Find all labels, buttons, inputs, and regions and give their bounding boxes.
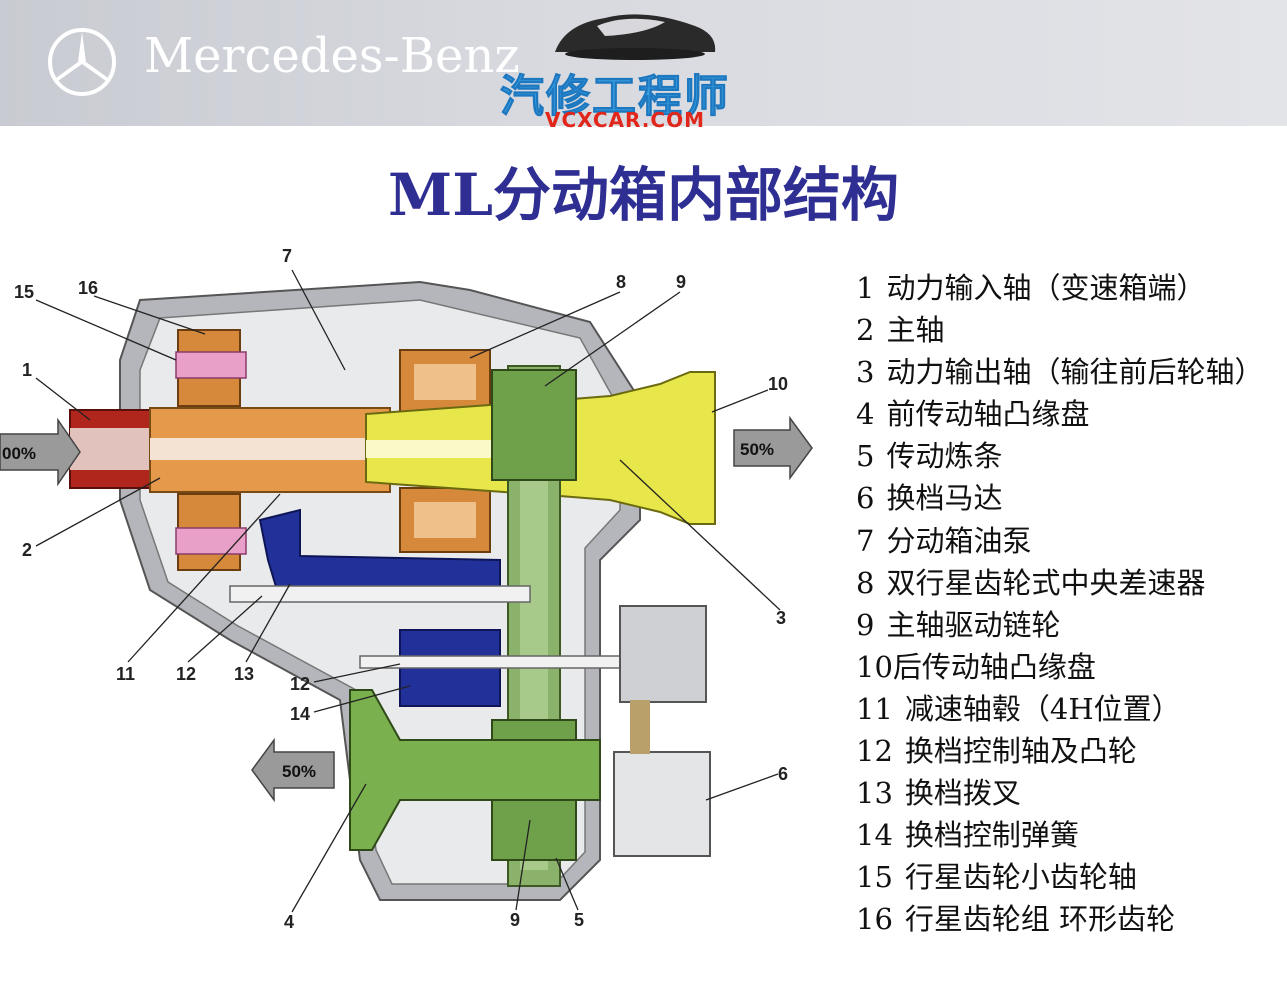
legend-text: 换档拨叉 (904, 776, 1021, 811)
callout-label: 5 (574, 910, 584, 930)
parts-legend: 1 动力输入轴（变速箱端） 2 主轴 3 动力输出轴（输往前后轮轴） 4 前传动轴凸缘盘… (856, 268, 1263, 942)
callout-label: 2 (22, 540, 32, 560)
legend-number: 13 (856, 776, 893, 811)
legend-item: 11 减速轴毂（4H位置） (856, 689, 1263, 731)
callout-label: 8 (616, 272, 626, 292)
legend-item: 15 行星齿轮小齿轮轴 (856, 857, 1263, 899)
legend-item: 10后传动轴凸缘盘 (856, 647, 1263, 689)
brand-name: Mercedes-Benz (144, 28, 520, 84)
legend-text: 换档控制弹簧 (904, 818, 1079, 853)
legend-text: 减速轴毂（4H位置） (904, 691, 1181, 726)
rear-output-arrow: 50% (733, 415, 813, 481)
shift-cam-shaft (359, 655, 621, 669)
legend-item: 14 换档控制弹簧 (856, 815, 1263, 857)
callout-label: 6 (778, 764, 788, 784)
header-banner: Mercedes-Benz 汽修工程师 VCXCAR.COM (0, 0, 1287, 132)
legend-number: 15 (856, 860, 893, 895)
callout-label: 4 (284, 912, 294, 932)
legend-text: 换档控制轴及凸轮 (904, 734, 1137, 769)
legend-number: 7 (856, 523, 875, 558)
center-differential (399, 349, 491, 553)
front-flange (349, 689, 601, 851)
car-watermark-icon (555, 14, 716, 60)
legend-number: 2 (856, 313, 875, 348)
callout-label: 10 (768, 374, 788, 394)
legend-text: 行星齿轮小齿轮轴 (904, 860, 1137, 895)
legend-item: 5 传动炼条 (856, 436, 1263, 478)
shift-control-shaft (229, 585, 531, 603)
legend-text: 双行星齿轮式中央差速器 (886, 565, 1206, 600)
legend-item: 1 动力输入轴（变速箱端） (856, 268, 1263, 310)
svg-text:00%: 00% (2, 444, 36, 463)
mercedes-star-logo (48, 28, 116, 96)
front-output-arrow: 50% (251, 737, 335, 803)
page-title: ML分动箱内部结构 (388, 161, 899, 229)
callout-label: 9 (510, 910, 520, 930)
svg-text:50%: 50% (282, 762, 316, 781)
legend-item: 2 主轴 (856, 310, 1263, 352)
legend-number: 5 (856, 439, 875, 474)
legend-text: 主轴 (886, 313, 945, 348)
callout-label: 12 (290, 674, 310, 694)
callout-label: 1 (22, 360, 32, 380)
watermark-text: 汽修工程师 (500, 71, 730, 123)
callout-label: 7 (282, 246, 292, 266)
legend-item: 12 换档控制轴及凸轮 (856, 731, 1263, 773)
legend-text: 换档马达 (886, 481, 1003, 516)
legend-item: 4 前传动轴凸缘盘 (856, 394, 1263, 436)
legend-number: 14 (856, 818, 893, 853)
legend-number: 10 (856, 649, 893, 684)
callout-label: 12 (176, 664, 196, 684)
callout-label: 16 (78, 278, 98, 298)
legend-text: 主轴驱动链轮 (886, 607, 1061, 642)
leader-lines (35, 269, 781, 913)
legend-text: 动力输入轴（变速箱端） (886, 271, 1206, 305)
watermark-url: VCXCAR.COM (545, 108, 705, 132)
legend-item: 13 换档拨叉 (856, 773, 1263, 815)
legend-item: 6 换档马达 (856, 478, 1263, 520)
input-torque-arrow: 00% (0, 417, 81, 487)
legend-number: 12 (856, 734, 893, 769)
legend-text: 分动箱油泵 (886, 523, 1032, 558)
shift-motor (613, 605, 711, 857)
callout-label: 3 (776, 608, 786, 628)
callout-label: 13 (234, 664, 254, 684)
legend-number: 16 (856, 902, 893, 937)
planetary-gear-set (175, 329, 247, 571)
legend-text: 传动炼条 (886, 439, 1003, 474)
legend-item: 7 分动箱油泵 (856, 521, 1263, 563)
legend-number: 9 (856, 607, 875, 642)
callout-label: 14 (290, 704, 310, 724)
legend-item: 3 动力输出轴（输往前后轮轴） (856, 352, 1263, 394)
main-shaft (149, 407, 391, 493)
legend-text: 行星齿轮组 环形齿轮 (904, 902, 1176, 937)
legend-item: 8 双行星齿轮式中央差速器 (856, 563, 1263, 605)
legend-text: 后传动轴凸缘盘 (892, 649, 1096, 684)
callout-label: 15 (14, 282, 34, 302)
callout-label: 11 (116, 664, 135, 684)
legend-number: 11 (856, 691, 893, 726)
transfer-case-diagram: 00% 50% 50% 15 16 7 8 9 1 10 (0, 246, 813, 932)
legend-number: 3 (856, 355, 875, 390)
svg-text:50%: 50% (740, 440, 774, 459)
legend-number: 6 (856, 481, 875, 516)
legend-text: 动力输出轴（输往前后轮轴） (886, 355, 1264, 390)
legend-number: 8 (856, 565, 875, 600)
callout-label: 9 (676, 272, 686, 292)
legend-number: 1 (856, 271, 875, 305)
legend-text: 前传动轴凸缘盘 (886, 397, 1090, 432)
legend-item: 16 行星齿轮组 环形齿轮 (856, 899, 1263, 941)
legend-item: 9 主轴驱动链轮 (856, 605, 1263, 647)
callout-labels: 15 16 7 8 9 1 10 2 3 11 12 13 12 14 6 4 … (14, 246, 788, 932)
legend-number: 4 (856, 397, 875, 432)
